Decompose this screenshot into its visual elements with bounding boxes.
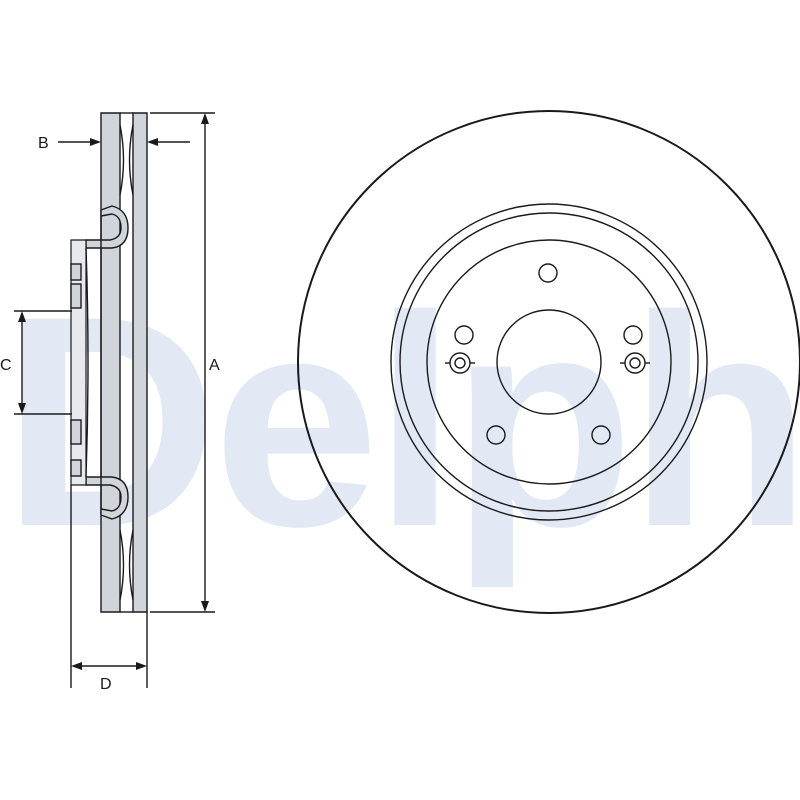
retaining-screw-left [445, 352, 475, 374]
bolt-hole-bottom-left [486, 425, 506, 445]
hub-bolt-boss-lower [70, 419, 82, 445]
hat-outer-edge [399, 212, 699, 512]
inner-friction-plate [132, 112, 148, 613]
hub-bolt-boss-upper [70, 283, 82, 309]
dimension-label-c: C [0, 357, 12, 374]
retaining-screw-right [620, 352, 650, 374]
centre-bore [496, 309, 602, 415]
dimension-label-b: B [38, 135, 49, 152]
hat-face-edge [426, 239, 672, 485]
disc-front-view [297, 110, 800, 614]
dimension-lines [14, 112, 215, 688]
bolt-hole-bottom-right [591, 425, 611, 445]
bolt-hole-top [538, 263, 558, 283]
outer-friction-plate [100, 112, 121, 613]
dimension-label-d: D [100, 676, 112, 693]
disc-side-view [70, 112, 148, 613]
friction-ring-inner-edge [390, 203, 708, 521]
dimension-label-a: A [209, 357, 220, 374]
bolt-hole-left [454, 325, 474, 345]
hub-step-upper [70, 263, 82, 281]
hub-step-lower [70, 459, 82, 477]
bolt-hole-right [623, 325, 643, 345]
disc-outer-edge [297, 110, 800, 614]
